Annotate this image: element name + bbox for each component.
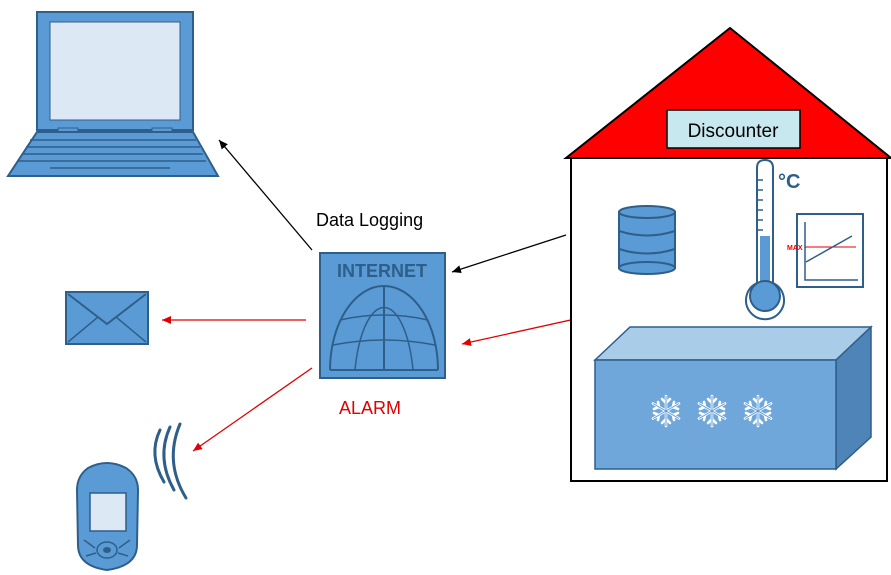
freezer-icon	[593, 325, 873, 471]
internet-label: INTERNET	[337, 261, 427, 281]
data-logging-label: Data Logging	[316, 210, 423, 230]
internet-globe-icon: INTERNET	[319, 252, 446, 379]
max-label: MAX	[787, 245, 803, 252]
mobile-phone-icon	[75, 462, 140, 572]
temperature-chart-icon: MAX	[787, 213, 864, 288]
arrow-building-to-internet	[451, 234, 567, 274]
database-icon	[618, 205, 676, 275]
arrow-internet-to-laptop	[218, 139, 313, 251]
discounter-sign	[666, 109, 801, 149]
discounter-label: Discounter	[688, 121, 779, 142]
signal-waves-icon	[153, 422, 188, 500]
celsius-label: °C	[778, 171, 800, 193]
laptop-icon	[6, 11, 220, 177]
alarm-label: ALARM	[339, 398, 401, 418]
arrow-internet-to-phone	[192, 367, 313, 452]
thermometer-icon: °C	[745, 158, 800, 321]
envelope-icon	[65, 291, 149, 345]
